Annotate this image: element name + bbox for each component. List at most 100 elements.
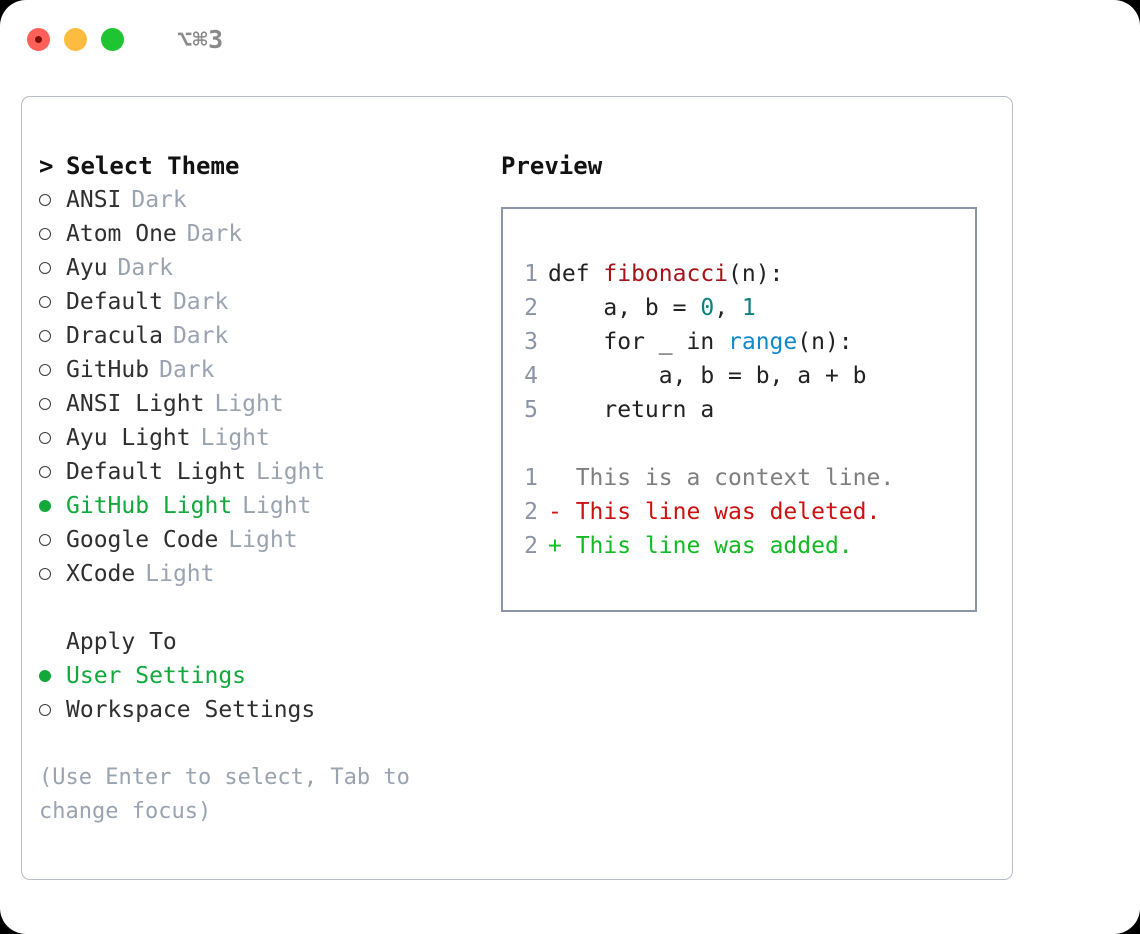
code-token-num: 0 bbox=[700, 295, 715, 321]
radio-unselected-icon bbox=[39, 568, 66, 580]
apply-to-heading: Apply To bbox=[39, 625, 494, 659]
theme-option-label: GitHub bbox=[66, 357, 150, 383]
code-line: 3 for _ in range(n): bbox=[503, 325, 975, 359]
code-token-fn: fibonacci bbox=[603, 261, 729, 287]
code-token-plain: return a bbox=[548, 397, 715, 423]
code-line: 5 return a bbox=[503, 393, 975, 427]
theme-variant-badge: Dark bbox=[186, 221, 243, 247]
radio-unselected-icon bbox=[39, 296, 66, 308]
theme-variant-badge: Dark bbox=[159, 357, 215, 383]
theme-option-label: ANSI Light bbox=[66, 391, 205, 417]
radio-unselected-icon bbox=[39, 432, 66, 444]
title-bar: ⌥⌘3 bbox=[0, 0, 1140, 78]
radio-unselected-icon bbox=[39, 534, 66, 546]
theme-variant-badge: Dark bbox=[131, 187, 187, 213]
window-controls bbox=[27, 27, 124, 51]
radio-selected-icon bbox=[39, 670, 66, 682]
code-token-num: 1 bbox=[741, 295, 756, 321]
theme-option-label: Ayu Light bbox=[66, 425, 191, 451]
code-token-call: range bbox=[728, 329, 798, 355]
theme-option-label: Default bbox=[66, 289, 163, 315]
code-line-text: for _ in range(n): bbox=[548, 325, 852, 359]
theme-variant-badge: Light bbox=[145, 561, 215, 587]
diff-line-number: 2 bbox=[524, 533, 538, 559]
theme-variant-badge: Dark bbox=[172, 289, 229, 315]
radio-unselected-icon bbox=[39, 704, 66, 716]
theme-option-github-light[interactable]: GitHub Light Light bbox=[39, 489, 494, 523]
close-button[interactable] bbox=[27, 27, 50, 51]
code-line: 2 a, b = 0, 1 bbox=[503, 291, 975, 325]
code-token-plain: (n): bbox=[728, 261, 784, 287]
diff-line-ctx: 1 This is a context line. bbox=[503, 461, 975, 495]
code-line: 4 a, b = b, a + b bbox=[503, 359, 975, 393]
diff-marker: - bbox=[548, 499, 562, 525]
theme-option-dracula[interactable]: Dracula Dark bbox=[39, 319, 494, 353]
code-token-plain: def bbox=[548, 261, 604, 287]
theme-option-label: ANSI bbox=[66, 187, 122, 213]
theme-option-github[interactable]: GitHub Dark bbox=[39, 353, 494, 387]
select-theme-heading-label: Select Theme bbox=[66, 152, 240, 180]
preview-heading: Preview bbox=[501, 152, 603, 180]
maximize-button[interactable] bbox=[101, 27, 124, 51]
code-line-number: 1 bbox=[524, 261, 538, 287]
apply-to-heading-label: Apply To bbox=[66, 629, 177, 655]
theme-option-label: XCode bbox=[66, 561, 136, 587]
theme-variant-badge: Light bbox=[214, 391, 284, 417]
theme-option-label: Default Light bbox=[66, 459, 247, 485]
diff-sample: 1 This is a context line. 2- This line wa… bbox=[503, 461, 975, 563]
theme-variant-badge: Light bbox=[200, 425, 270, 451]
radio-selected-icon bbox=[39, 500, 66, 512]
theme-option-label: Dracula bbox=[66, 323, 163, 349]
keyboard-hint-text: (Use Enter to select, Tab to change focu… bbox=[39, 765, 410, 824]
theme-option-ansi-light[interactable]: ANSI Light Light bbox=[39, 387, 494, 421]
theme-variant-badge: Dark bbox=[172, 323, 229, 349]
theme-option-label: Atom One bbox=[66, 221, 177, 247]
diff-line-text: This line was deleted. bbox=[561, 499, 881, 525]
theme-option-ayu-light[interactable]: Ayu Light Light bbox=[39, 421, 494, 455]
theme-variant-badge: Light bbox=[256, 459, 326, 485]
apply-to-option-workspace-settings[interactable]: Workspace Settings bbox=[39, 693, 494, 727]
radio-unselected-icon bbox=[39, 364, 66, 376]
theme-option-ansi[interactable]: ANSI Dark bbox=[39, 183, 494, 217]
radio-unselected-icon bbox=[39, 194, 66, 206]
diff-line-text: This line was added. bbox=[561, 533, 853, 559]
select-theme-heading: > Select Theme bbox=[39, 149, 494, 183]
theme-variant-badge: Light bbox=[228, 527, 298, 553]
code-token-plain: for _ in bbox=[548, 329, 729, 355]
diff-line-text: This is a context line. bbox=[561, 465, 895, 491]
code-line-text: def fibonacci(n): bbox=[548, 257, 783, 291]
diff-line-number: 2 bbox=[524, 499, 538, 525]
code-token-plain: a, b = bbox=[548, 295, 701, 321]
theme-variant-badge: Light bbox=[242, 493, 312, 519]
radio-unselected-icon bbox=[39, 398, 66, 410]
diff-line-number: 1 bbox=[524, 465, 538, 491]
code-token-plain: a, b = b, a + b bbox=[548, 363, 867, 389]
theme-option-label: GitHub Light bbox=[66, 493, 233, 519]
theme-option-default[interactable]: Default Dark bbox=[39, 285, 494, 319]
code-line-number: 4 bbox=[524, 363, 538, 389]
apply-to-option-label: User Settings bbox=[66, 663, 247, 689]
radio-unselected-icon bbox=[39, 262, 66, 274]
minimize-button[interactable] bbox=[64, 27, 87, 51]
radio-unselected-icon bbox=[39, 228, 66, 240]
code-line-text: return a bbox=[548, 393, 714, 427]
apply-to-option-user-settings[interactable]: User Settings bbox=[39, 659, 494, 693]
theme-option-label: Ayu bbox=[66, 255, 108, 281]
theme-option-atom-one[interactable]: Atom One Dark bbox=[39, 217, 494, 251]
code-line-number: 3 bbox=[524, 329, 538, 355]
caret-icon: > bbox=[39, 152, 54, 180]
apply-to-option-label: Workspace Settings bbox=[66, 697, 316, 723]
code-line-number: 5 bbox=[524, 397, 538, 423]
theme-option-default-light[interactable]: Default Light Light bbox=[39, 455, 494, 489]
theme-option-xcode[interactable]: XCode Light bbox=[39, 557, 494, 591]
